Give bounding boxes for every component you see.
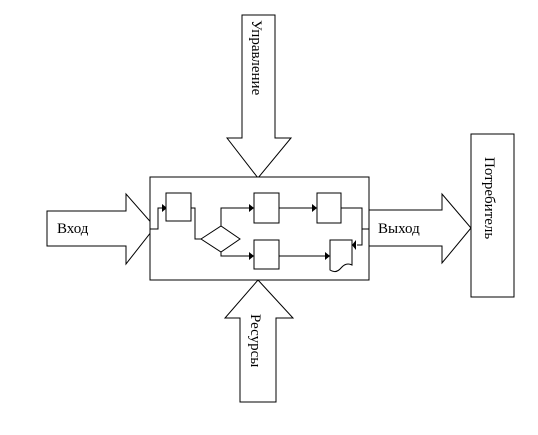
control-arrow: Управление: [225, 14, 293, 179]
arrowhead-icon: [162, 204, 167, 212]
arrowhead-icon: [312, 204, 317, 212]
control-label: Управление: [248, 20, 264, 96]
process-step-2: [253, 192, 280, 224]
arrowhead-icon: [249, 252, 254, 260]
resources-arrow: Ресурсы: [223, 279, 295, 403]
decision-node: [200, 225, 241, 253]
arrowhead-icon: [325, 252, 330, 260]
process-step-4: [316, 192, 342, 224]
process-step-1: [165, 192, 192, 222]
input-label: Вход: [57, 221, 89, 237]
internal-flow: [150, 192, 369, 273]
consumer-box: Потребитель: [470, 133, 515, 298]
output-arrow: Выход: [367, 192, 472, 265]
arrowhead-icon: [352, 240, 356, 250]
process-step-3: [253, 239, 280, 270]
resources-label: Ресурсы: [247, 314, 263, 367]
output-label: Выход: [378, 221, 420, 237]
input-arrow: Вход: [46, 192, 156, 266]
arrowhead-icon: [249, 204, 254, 212]
document-node: [329, 239, 353, 273]
consumer-label: Потребитель: [481, 157, 497, 239]
